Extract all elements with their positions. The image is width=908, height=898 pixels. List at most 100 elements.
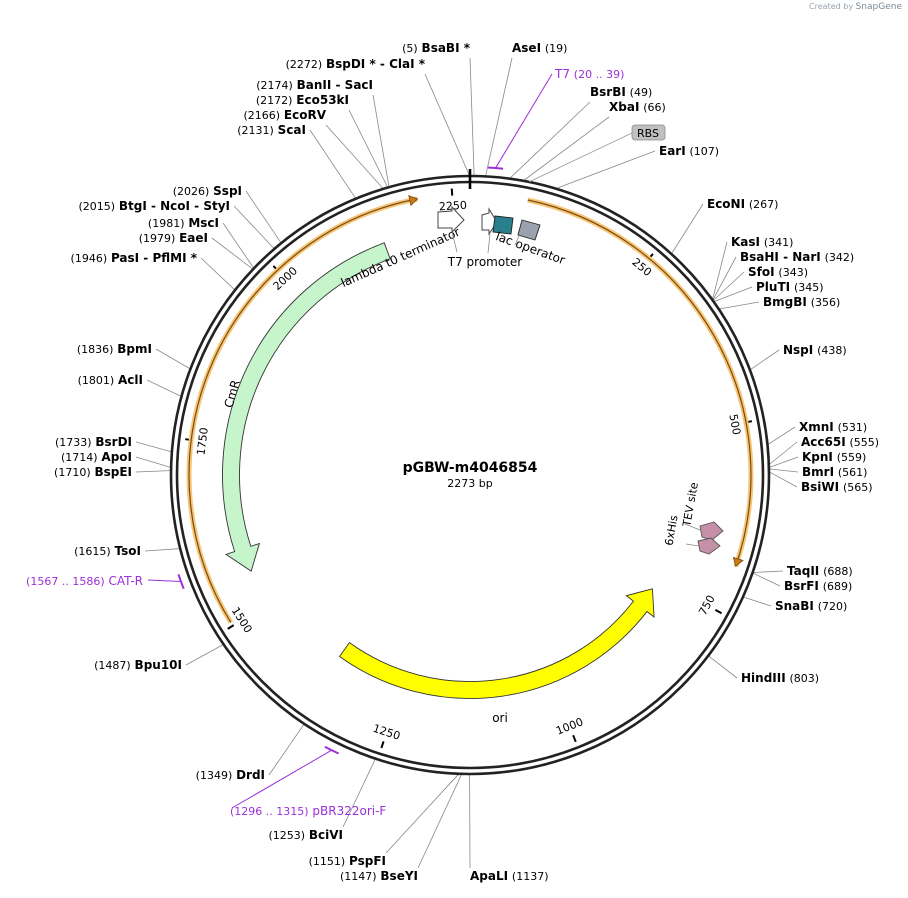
feature-label-ori: ori — [492, 711, 508, 725]
enzyme-label-bpu10i: (1487) Bpu10I — [94, 658, 182, 672]
ruler-tick-750 — [714, 608, 723, 615]
enzyme-leader-bsahi-nari — [712, 256, 737, 300]
enzyme-leader-bspei — [135, 470, 171, 473]
enzyme-leader-taqii — [753, 570, 784, 573]
enzyme-leader-apoi — [135, 456, 171, 468]
enzyme-leader-acli — [146, 379, 181, 397]
enzyme-leader-asei — [485, 57, 513, 176]
enzyme-leader-sfoi — [713, 271, 745, 301]
enzyme-label-eaei: (1979) EaeI — [139, 231, 208, 245]
enzyme-leader-bpu10i — [185, 644, 223, 666]
primers: T7 (20 .. 39) (1567 .. 1586) CAT-R (1296 .… — [26, 67, 624, 818]
enzyme-leader-bcivi — [342, 759, 376, 828]
feature-6xhis — [697, 537, 721, 555]
primer-cat-r-leader — [147, 579, 182, 583]
enzyme-leader-kpni — [769, 456, 799, 468]
enzyme-leader-msci — [222, 222, 254, 268]
feature-leader-lambda — [451, 231, 458, 253]
enzyme-label-bmri: BmrI (561) — [802, 465, 867, 479]
enzyme-leader-bmri — [769, 468, 799, 473]
feature-leader-his — [685, 543, 700, 547]
feature-label-tev-site: TEV site — [680, 481, 701, 528]
enzyme-leader-bsabi — [469, 57, 475, 176]
enzyme-labels: (5) BsaBI *AseI (19)BsrBI (49)XbaI (66)E… — [54, 41, 879, 883]
enzyme-leader-ecorv — [325, 124, 383, 189]
enzyme-label-msci: (1981) MscI — [148, 216, 219, 230]
enzyme-label-sspi: (2026) SspI — [173, 184, 242, 198]
feature-cmr — [222, 242, 391, 572]
feature-ori — [338, 588, 655, 699]
ruler-label-1750: 1750 — [194, 427, 210, 456]
enzyme-label-bsrbi: BsrBI (49) — [590, 85, 652, 99]
enzyme-label-pasi-pflmi: (1946) PasI - PflMI * — [71, 251, 198, 265]
ruler-tick-1250 — [380, 741, 385, 749]
feature-label-6xhis: 6xHis — [662, 514, 680, 547]
orf-arrowhead-1 — [732, 556, 744, 568]
feature-leader-tev — [684, 523, 701, 531]
enzyme-label-sfoi: SfoI (343) — [748, 265, 808, 279]
credit-brand: SnapGene — [855, 2, 902, 12]
plasmid-size: 2273 bp — [447, 477, 492, 490]
feature-label-rbs: RBS — [637, 127, 659, 140]
enzyme-leader-kasi — [712, 241, 728, 299]
feature-leader-lacop — [514, 235, 520, 246]
enzyme-label-bsrfi: BsrFI (689) — [784, 579, 852, 593]
enzyme-label-econi: EcoNI (267) — [707, 197, 778, 211]
enzyme-leader-scai — [309, 129, 356, 199]
enzyme-leader-bsiwi — [769, 471, 798, 488]
enzyme-label-scai: (2131) ScaI — [237, 123, 306, 137]
feature-label-t7-promoter: T7 promoter — [447, 255, 523, 269]
plasmid-name: pGBW-m4046854 — [403, 460, 538, 476]
orf-arc-line-1 — [527, 199, 752, 567]
enzyme-leader-xbai — [524, 116, 610, 181]
primer-pbr322ori-f-arc — [324, 745, 340, 755]
enzyme-label-eco53ki: (2172) Eco53kI — [256, 93, 349, 107]
primer-t7-leader — [495, 73, 553, 169]
primer-cat-r-label: (1567 .. 1586) CAT-R — [26, 574, 143, 588]
enzyme-label-bspdi-clai: (2272) BspDI * - ClaI * — [286, 57, 426, 71]
primer-pbr322ori-f-label: (1296 .. 1315) pBR322ori-F — [230, 804, 386, 818]
credit-prefix: Created by — [809, 2, 854, 11]
enzyme-leader-acc65i — [769, 441, 798, 465]
enzyme-label-pluti: PluTI (345) — [756, 280, 824, 294]
enzyme-leader-bsrdi — [135, 441, 172, 452]
ruler-label-1000: 1000 — [554, 715, 585, 737]
enzyme-label-eari: EarI (107) — [659, 144, 719, 158]
feature-leader-t7p — [487, 233, 491, 254]
feature-tev-site — [699, 521, 724, 541]
feature-rbs-box — [631, 124, 666, 141]
primer-t7-label: T7 (20 .. 39) — [554, 67, 624, 81]
ruler-label-1500: 1500 — [229, 605, 255, 636]
enzyme-leader-pasi-pflmi — [200, 257, 235, 290]
enzyme-leader-btgi-ncoi-styi — [233, 205, 274, 249]
enzyme-label-bsahi-nari: BsaHI - NarI (342) — [740, 250, 854, 264]
enzyme-label-acc65i: Acc65I (555) — [801, 435, 879, 449]
enzyme-label-xbai: XbaI (66) — [609, 100, 666, 114]
orf-arc-line-2 — [188, 198, 418, 623]
enzyme-label-banii-saci: (2174) BanII - SacI — [256, 78, 373, 92]
orf-arrowhead-2 — [408, 194, 419, 207]
enzyme-label-xmni: XmnI (531) — [799, 420, 867, 434]
enzyme-leader-bmgbi — [719, 301, 760, 310]
enzyme-leader-drdi — [268, 724, 305, 776]
enzyme-label-bcivi: (1253) BciVI — [268, 828, 343, 842]
orf-arcs — [186, 194, 754, 624]
enzyme-label-kpni: KpnI (559) — [802, 450, 866, 464]
ruler-label-750: 750 — [696, 593, 718, 618]
feature-t7-promoter-arrow — [481, 207, 498, 236]
enzyme-leader-snabi — [743, 596, 772, 607]
enzyme-leader-pspfi — [385, 774, 459, 854]
enzyme-leader-bsrbi — [510, 101, 591, 178]
enzyme-label-pspfi: (1151) PspFI — [309, 854, 386, 868]
enzyme-label-asei: AseI (19) — [512, 41, 567, 55]
enzyme-label-bpmi: (1836) BpmI — [77, 342, 152, 356]
primer-pbr322ori-f-leader — [231, 749, 332, 809]
enzyme-leader-tsoi — [144, 548, 180, 552]
enzyme-label-nspi: NspI (438) — [783, 343, 847, 357]
enzyme-leader-eco53ki — [348, 109, 388, 187]
enzyme-leader-nspi — [750, 349, 780, 370]
enzyme-leader-bsrfi — [753, 572, 781, 587]
enzyme-leader-eaei — [211, 237, 253, 270]
